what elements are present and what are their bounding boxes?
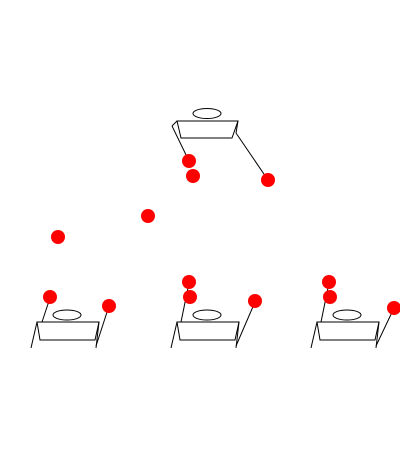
ball-4[interactable] <box>141 209 155 223</box>
ball-2[interactable] <box>186 169 200 183</box>
top-apparatus-right-arm <box>235 120 239 134</box>
top-apparatus-right-string <box>235 132 269 181</box>
bottom-left-apparatus <box>30 297 110 349</box>
bottom-left-cap <box>52 309 82 321</box>
bottom-right-cap <box>332 309 362 321</box>
bottom-center-apparatus <box>170 282 256 349</box>
ball-10[interactable] <box>248 294 262 308</box>
ball-3[interactable] <box>261 173 275 187</box>
top-apparatus <box>171 108 269 181</box>
bottom-center-right-string <box>235 301 256 347</box>
bottom-left-right-string <box>95 305 110 347</box>
bottom-right-apparatus <box>310 282 395 349</box>
top-apparatus-left-arm <box>171 120 178 127</box>
ball-11[interactable] <box>322 275 336 289</box>
bottom-right-left-leg <box>310 321 318 349</box>
bottom-center-body <box>176 321 240 341</box>
ball-6[interactable] <box>43 290 57 304</box>
ball-9[interactable] <box>183 290 197 304</box>
ball-7[interactable] <box>102 299 116 313</box>
top-apparatus-body <box>176 120 239 139</box>
bottom-left-left-leg <box>30 321 38 349</box>
ball-5[interactable] <box>51 230 65 244</box>
ball-1[interactable] <box>182 154 196 168</box>
bottom-right-right-leg <box>375 321 380 349</box>
bottom-right-body <box>316 321 380 341</box>
ball-12[interactable] <box>323 290 337 304</box>
top-apparatus-cap <box>192 108 222 119</box>
bottom-center-left-string <box>180 282 190 323</box>
bottom-right-right-string <box>375 307 395 347</box>
bottom-center-left-leg <box>170 321 178 349</box>
ball-13[interactable] <box>387 301 400 315</box>
bottom-right-left-string <box>320 282 330 323</box>
bottom-center-cap <box>192 309 222 321</box>
bottom-left-body <box>36 321 100 341</box>
ball-8[interactable] <box>182 275 196 289</box>
